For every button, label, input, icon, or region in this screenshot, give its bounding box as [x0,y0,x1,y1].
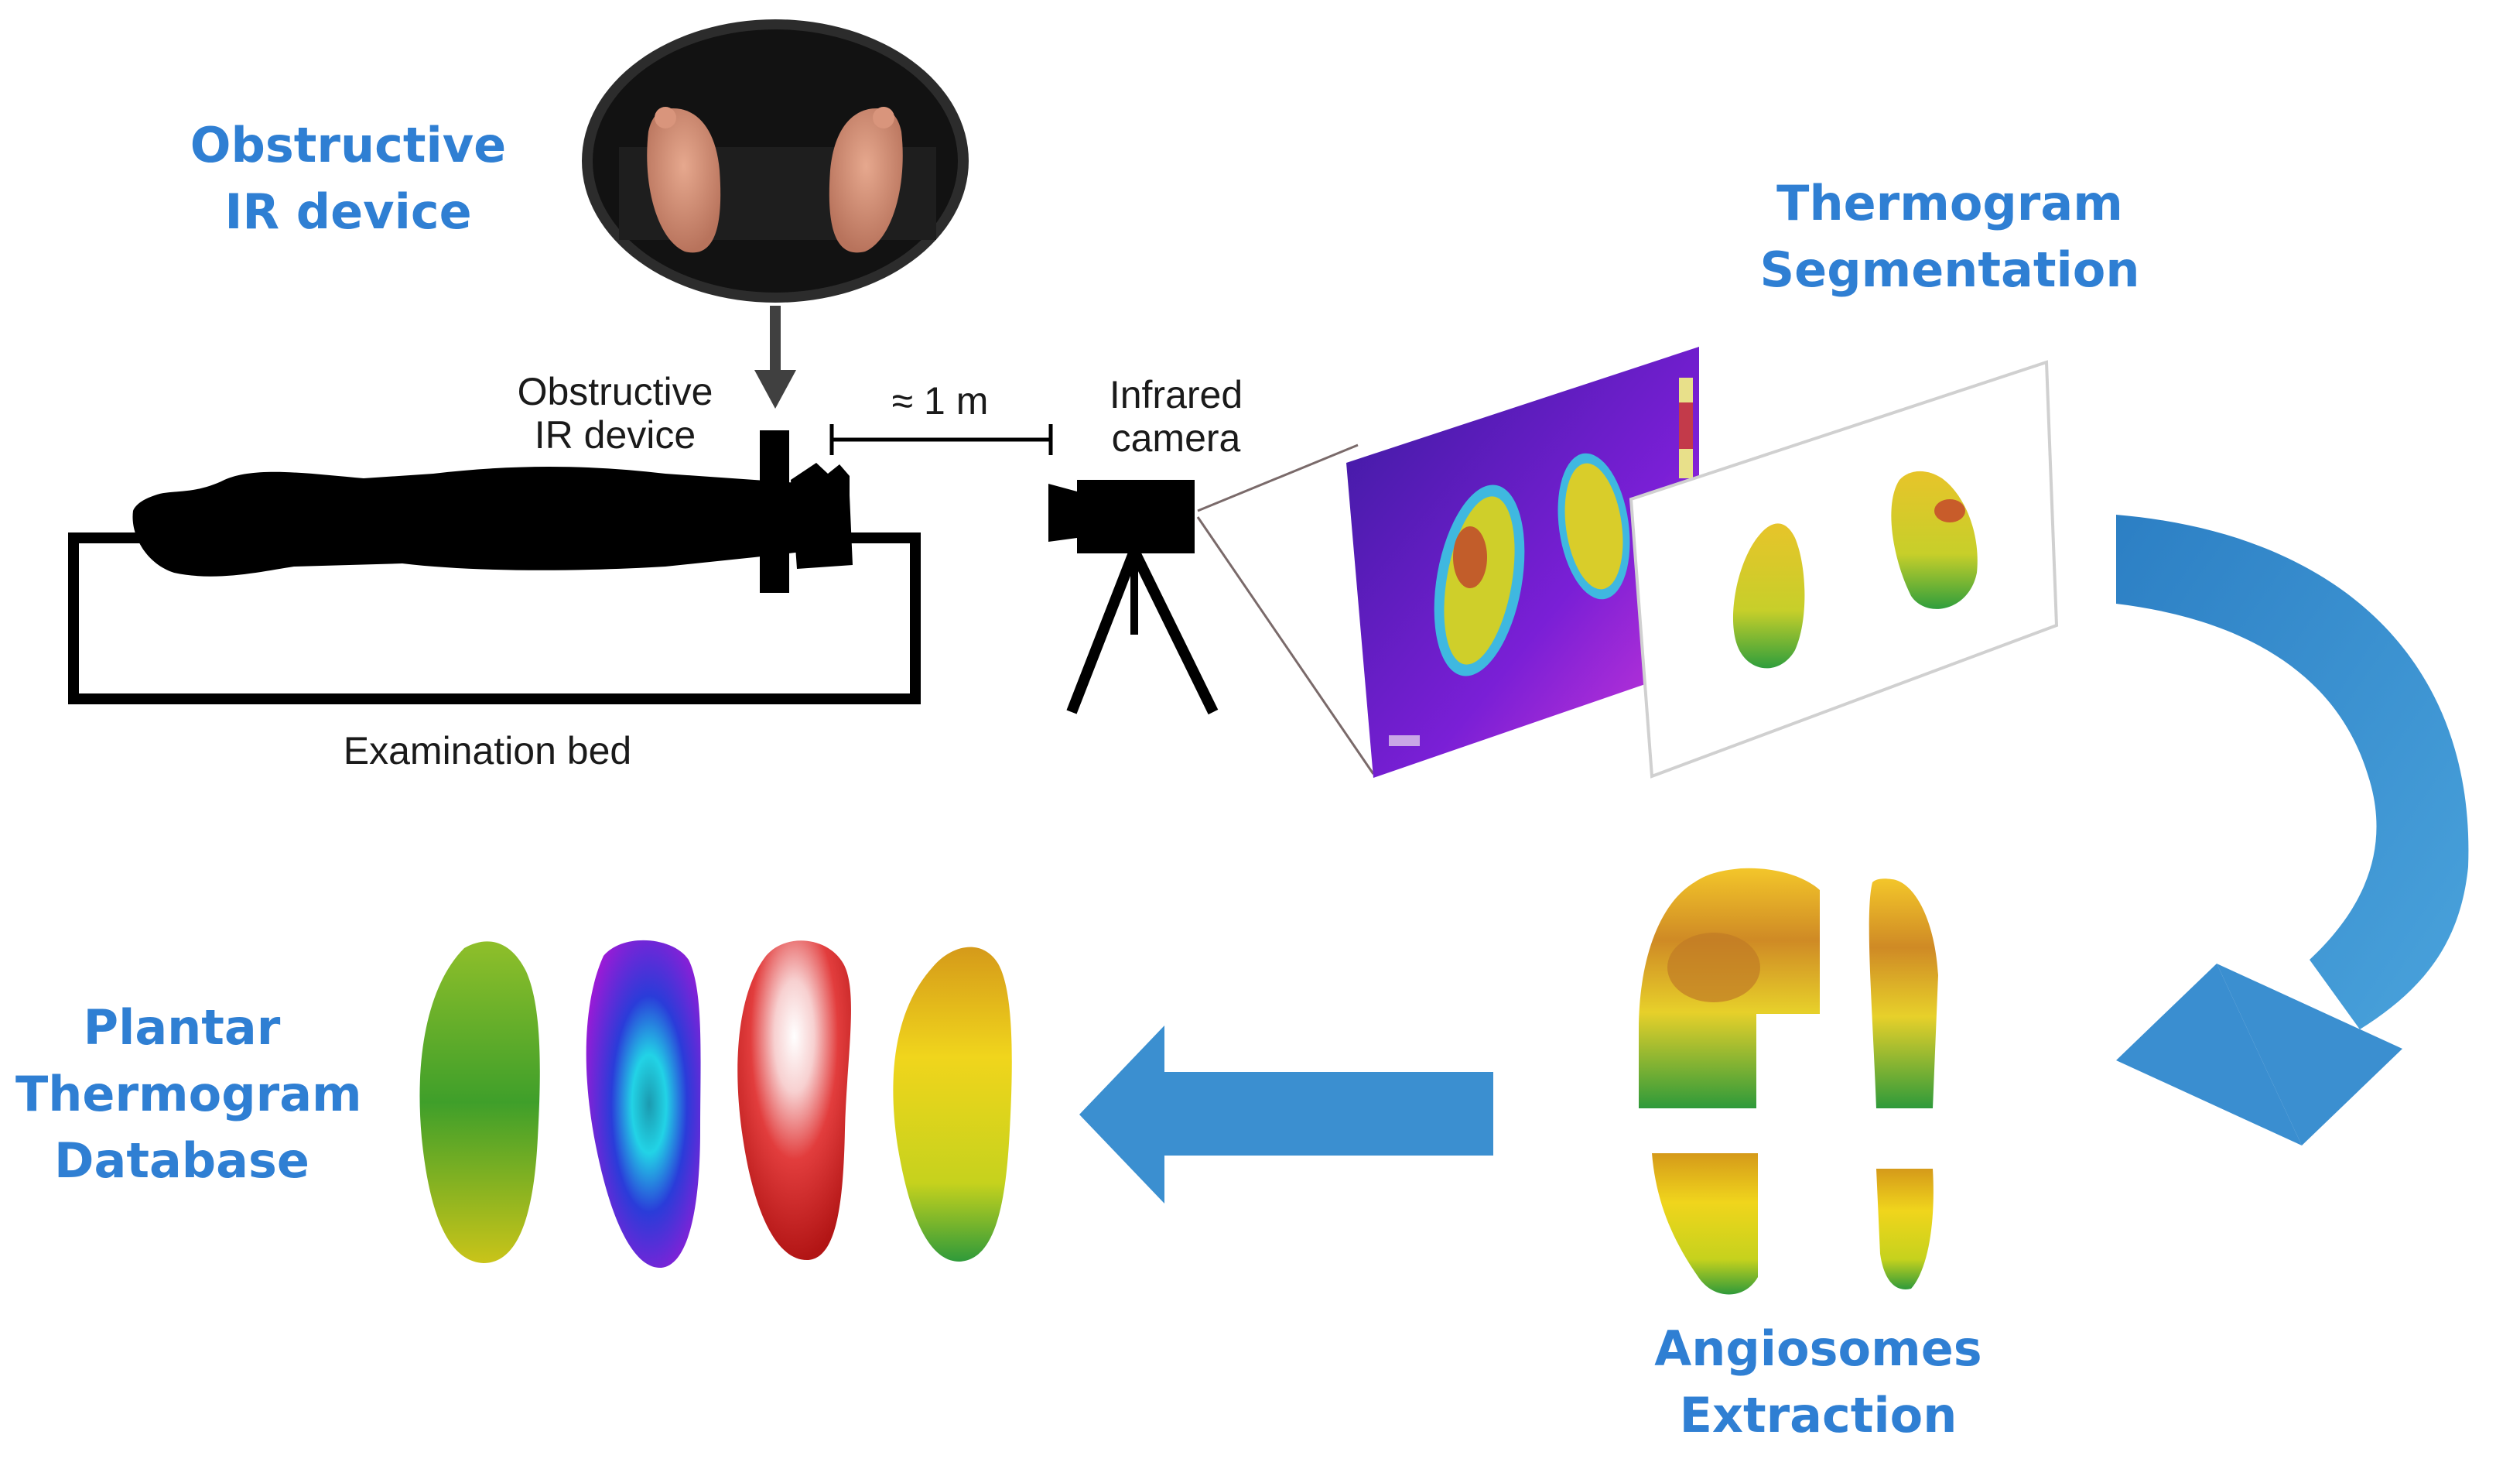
label-line: Segmentation [1759,241,2140,298]
down-arrow [754,306,796,409]
label-line: Obstructive [517,370,713,413]
label-line: Infrared [1109,373,1243,416]
curved-flow-arrow [2116,515,2469,1145]
plantar-database-feet [419,940,1012,1269]
label-line: Database [54,1132,309,1189]
label-line: Angiosomes [1654,1320,1982,1377]
label-line: IR device [534,413,696,457]
foot-thermogram-red [737,940,851,1261]
label-line: Thermogram [15,1066,362,1122]
label-examination-bed: Examination bed [343,729,632,772]
label-thermogram-segmentation: Thermogram Segmentation [1749,170,2151,303]
distance-marker [829,424,1053,455]
segmented-thermogram-card [1629,360,2059,779]
feet-photo-inset [582,19,969,303]
label-line: Plantar [83,999,281,1056]
label-line: Extraction [1679,1387,1958,1443]
infrared-camera-icon [1048,480,1219,715]
label-plantar-thermogram-database: Plantar Thermogram Database [15,995,362,1194]
label-distance: ≈ 1 m [891,379,989,423]
label-line: camera [1111,416,1241,460]
feet-silhouette [791,463,853,569]
thermal-image-screen [1346,347,1699,778]
label-obstructive-ir-device: Obstructive IR device [178,112,518,245]
label-line: Thermogram [1776,175,2123,231]
label-infrared-camera: Infrared camera [1068,373,1284,460]
left-flow-arrow [1079,1026,1493,1204]
label-line: IR device [224,183,472,240]
angiosome-pieces [1639,868,1938,1295]
foot-thermogram-yellow [893,947,1012,1262]
foot-thermogram-blue [586,940,701,1269]
foot-thermogram-green [419,941,540,1263]
camera-field-of-view [1196,443,1375,775]
label-obstructive-device-caption: Obstructive IR device [487,370,743,457]
obstructive-device-plate [760,430,789,593]
label-angiosomes-extraction: Angiosomes Extraction [1633,1316,2004,1449]
body-silhouette [132,467,840,577]
label-line: Obstructive [190,117,507,173]
